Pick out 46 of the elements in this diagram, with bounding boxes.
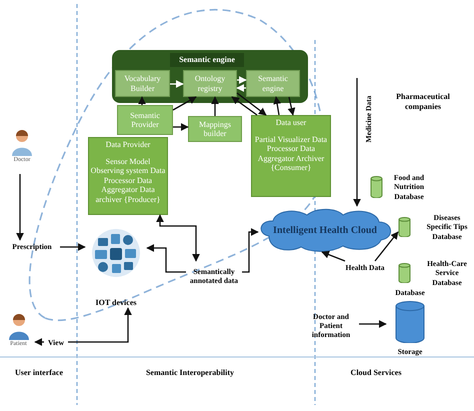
box-text: Vocabulary Builder: [123, 74, 162, 93]
arrow: [321, 250, 346, 262]
arrow: [236, 92, 267, 116]
box-text: Mappings builder: [198, 120, 232, 138]
arrow: [359, 320, 387, 328]
process-box: [183, 70, 237, 97]
arrow: [170, 80, 184, 88]
process-box: [115, 70, 170, 97]
arrow: [16, 174, 24, 241]
arrow: [34, 338, 44, 346]
arrow: [236, 84, 246, 92]
arrow: [237, 76, 247, 84]
group-box: [112, 50, 308, 103]
arrow: [172, 96, 197, 111]
section-label: User interface: [14, 368, 64, 378]
arrow: [173, 123, 189, 131]
arrow: [146, 244, 186, 273]
box-text: Sensor Model Observing system Data Processor Data Aggregator Data archiver {Producer}: [90, 156, 166, 204]
arrow: [156, 214, 200, 262]
arrow: [68, 307, 132, 343]
box-text: Semantic Provider: [129, 110, 161, 130]
arrow: [231, 96, 258, 116]
box-text: Data Provider: [106, 140, 150, 150]
node-label: IOT devices: [96, 298, 136, 308]
process-box: [246, 70, 300, 97]
arrow: [138, 96, 146, 105]
arrow: [374, 231, 398, 262]
box-text: Data user: [276, 118, 306, 128]
box-text: Semantic engine: [257, 74, 289, 93]
arrow: [242, 228, 259, 273]
process-box: [188, 116, 242, 142]
group-heading: Semantic engine: [170, 53, 244, 67]
section-label: Cloud Services: [350, 368, 402, 378]
arrow: [60, 243, 86, 251]
box-text: Partial Visualizer Data Processor Data Aggregator Archiver {Consumer}: [254, 134, 328, 172]
process-box: [88, 137, 168, 215]
section-label: Semantic Interoperability: [146, 368, 234, 378]
caption-text: Pharmaceutical companies: [395, 92, 451, 112]
arrow: [288, 96, 296, 116]
arrow: [353, 78, 361, 207]
arrow: [273, 96, 281, 116]
process-box: [251, 115, 331, 197]
box-text: Ontology registry: [194, 74, 226, 93]
process-box: [117, 105, 173, 135]
arrow: [211, 96, 219, 116]
cloud-label: Intelligent Health Cloud: [273, 224, 377, 236]
